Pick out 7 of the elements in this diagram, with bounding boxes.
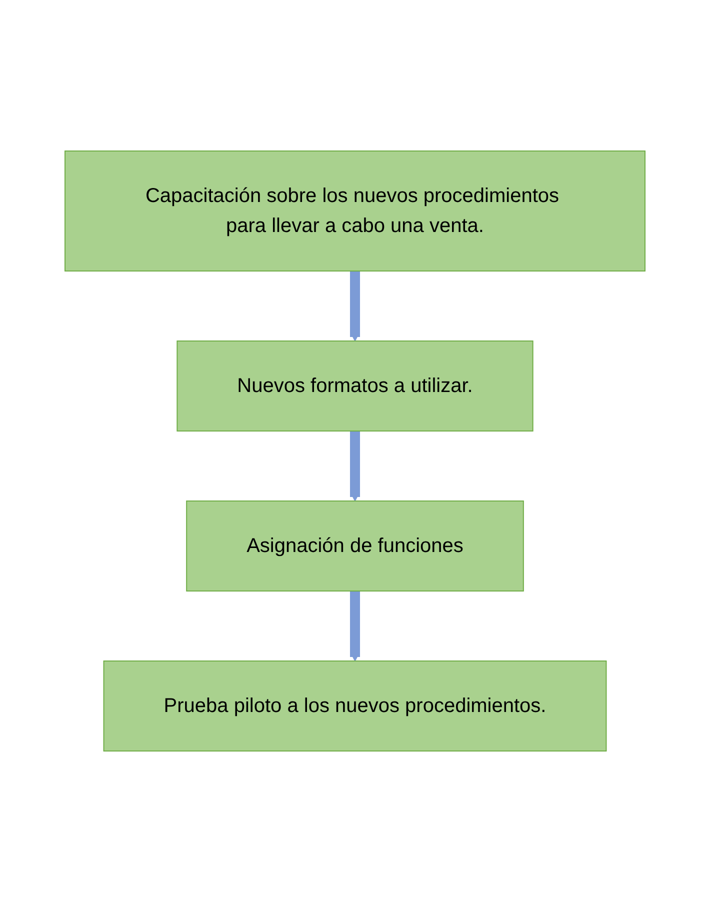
- arrow: [350, 431, 360, 502]
- arrow: [350, 591, 360, 662]
- arrow: [350, 271, 360, 342]
- node-box: Capacitación sobre los nuevos procedimientos para llevar a cabo una venta.: [64, 150, 646, 272]
- node-box: Prueba piloto a los nuevos procedimientos.: [103, 660, 607, 752]
- node-box: Asignación de funciones: [186, 500, 524, 592]
- node-box: Nuevos formatos a utilizar.: [176, 340, 534, 432]
